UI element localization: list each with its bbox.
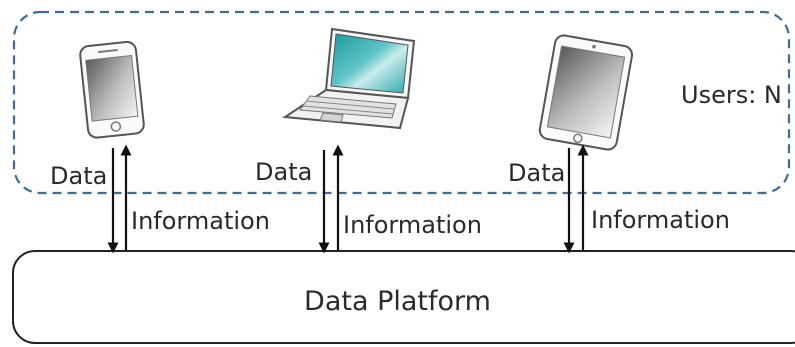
smartphone-icon [79, 41, 145, 139]
user-group-boundary [12, 10, 791, 195]
data-label-3: Data [508, 159, 566, 187]
data-platform-label: Data Platform [304, 286, 491, 317]
data-platform-box [12, 250, 795, 344]
data-label-2: Data [255, 158, 313, 186]
laptop-icon [282, 27, 416, 130]
information-label-1: Information [131, 207, 270, 235]
users-count-label: Users: N [681, 81, 782, 109]
information-label-2: Information [343, 211, 482, 239]
information-label-3: Information [591, 206, 730, 234]
data-label-1: Data [50, 162, 108, 190]
tablet-icon [538, 34, 634, 151]
